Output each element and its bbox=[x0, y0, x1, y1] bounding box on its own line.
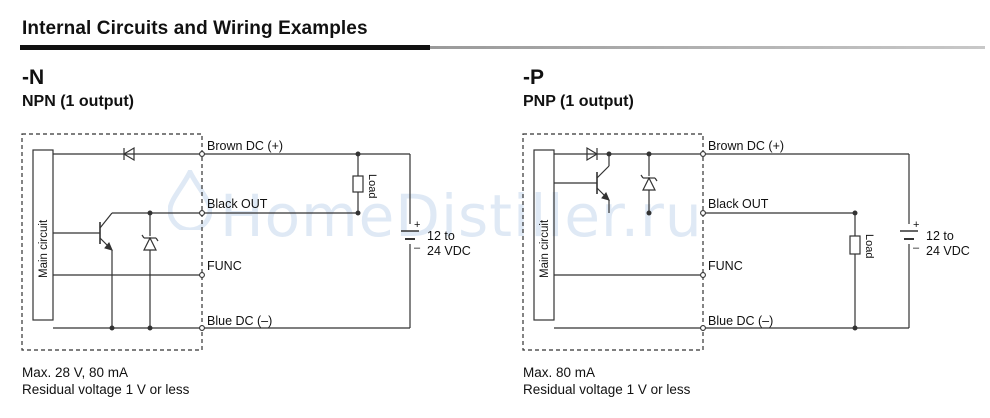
main-circuit-block bbox=[533, 149, 555, 321]
supply-voltage-line2: 24 VDC bbox=[926, 244, 970, 258]
series-diode bbox=[586, 146, 599, 162]
title-underline bbox=[20, 45, 430, 50]
brown-label: Brown DC (+) bbox=[708, 139, 784, 153]
variant-label-p: -P bbox=[523, 66, 544, 89]
black-label: Black OUT bbox=[708, 197, 769, 211]
note-max-rating: Max. 80 mA bbox=[523, 365, 596, 380]
terminal-blue bbox=[199, 325, 205, 331]
enclosure-box bbox=[522, 133, 704, 351]
wiring-diagram-npn: Main circuit Brown DC (+) Black OUT FUNC… bbox=[21, 133, 471, 351]
main-circuit-label: Main circuit bbox=[539, 219, 551, 278]
notes-p: Max. 80 mA Residual voltage 1 V or less bbox=[523, 364, 690, 398]
supply-voltage-line1: 12 to bbox=[427, 229, 455, 243]
watermark-text: HomeDistiller.ru bbox=[220, 182, 703, 250]
reverse-diode bbox=[122, 146, 135, 162]
terminal-brown bbox=[199, 151, 205, 157]
emitter-arrow bbox=[601, 192, 610, 201]
enclosure-box bbox=[21, 133, 203, 351]
output-type-n: NPN (1 output) bbox=[22, 93, 134, 110]
wiring-diagram-pnp: Main circuit Brown DC (+) Black OUT FUNC… bbox=[522, 133, 970, 351]
load-resistor bbox=[849, 235, 861, 255]
supply-voltage-line1: 12 to bbox=[926, 229, 954, 243]
note-max-rating: Max. 28 V, 80 mA bbox=[22, 365, 129, 380]
load-label: Load bbox=[863, 234, 875, 258]
terminal-func bbox=[199, 272, 205, 278]
supply-plus: + bbox=[913, 219, 919, 231]
main-circuit-block bbox=[32, 149, 54, 321]
load-resistor bbox=[352, 175, 364, 193]
main-circuit-label: Main circuit bbox=[38, 219, 50, 278]
blue-label: Blue DC (–) bbox=[207, 314, 272, 328]
watermark-drop-icon bbox=[168, 170, 212, 230]
variant-label-n: -N bbox=[22, 66, 45, 89]
emitter-arrow bbox=[104, 242, 113, 251]
blue-label: Blue DC (–) bbox=[708, 314, 773, 328]
title-rule-extension bbox=[430, 46, 985, 49]
section-title: Internal Circuits and Wiring Examples bbox=[22, 18, 368, 39]
brown-label: Brown DC (+) bbox=[207, 139, 283, 153]
notes-n: Max. 28 V, 80 mA Residual voltage 1 V or… bbox=[22, 364, 189, 398]
black-label: Black OUT bbox=[207, 197, 268, 211]
terminal-blue bbox=[700, 325, 706, 331]
terminal-brown bbox=[700, 151, 706, 157]
terminal-black bbox=[199, 210, 205, 216]
terminal-func bbox=[700, 272, 706, 278]
zener-diode bbox=[642, 176, 656, 191]
supply-minus: – bbox=[414, 242, 421, 254]
func-label: FUNC bbox=[207, 259, 242, 273]
supply-plus: + bbox=[414, 219, 420, 231]
note-residual-voltage: Residual voltage 1 V or less bbox=[523, 382, 691, 397]
supply-minus: – bbox=[913, 242, 920, 254]
supply-voltage-line2: 24 VDC bbox=[427, 244, 471, 258]
func-label: FUNC bbox=[708, 259, 743, 273]
terminal-black bbox=[700, 210, 706, 216]
zener-diode bbox=[143, 236, 157, 251]
output-type-p: PNP (1 output) bbox=[523, 93, 634, 110]
load-label: Load bbox=[366, 174, 378, 198]
note-residual-voltage: Residual voltage 1 V or less bbox=[22, 382, 190, 397]
